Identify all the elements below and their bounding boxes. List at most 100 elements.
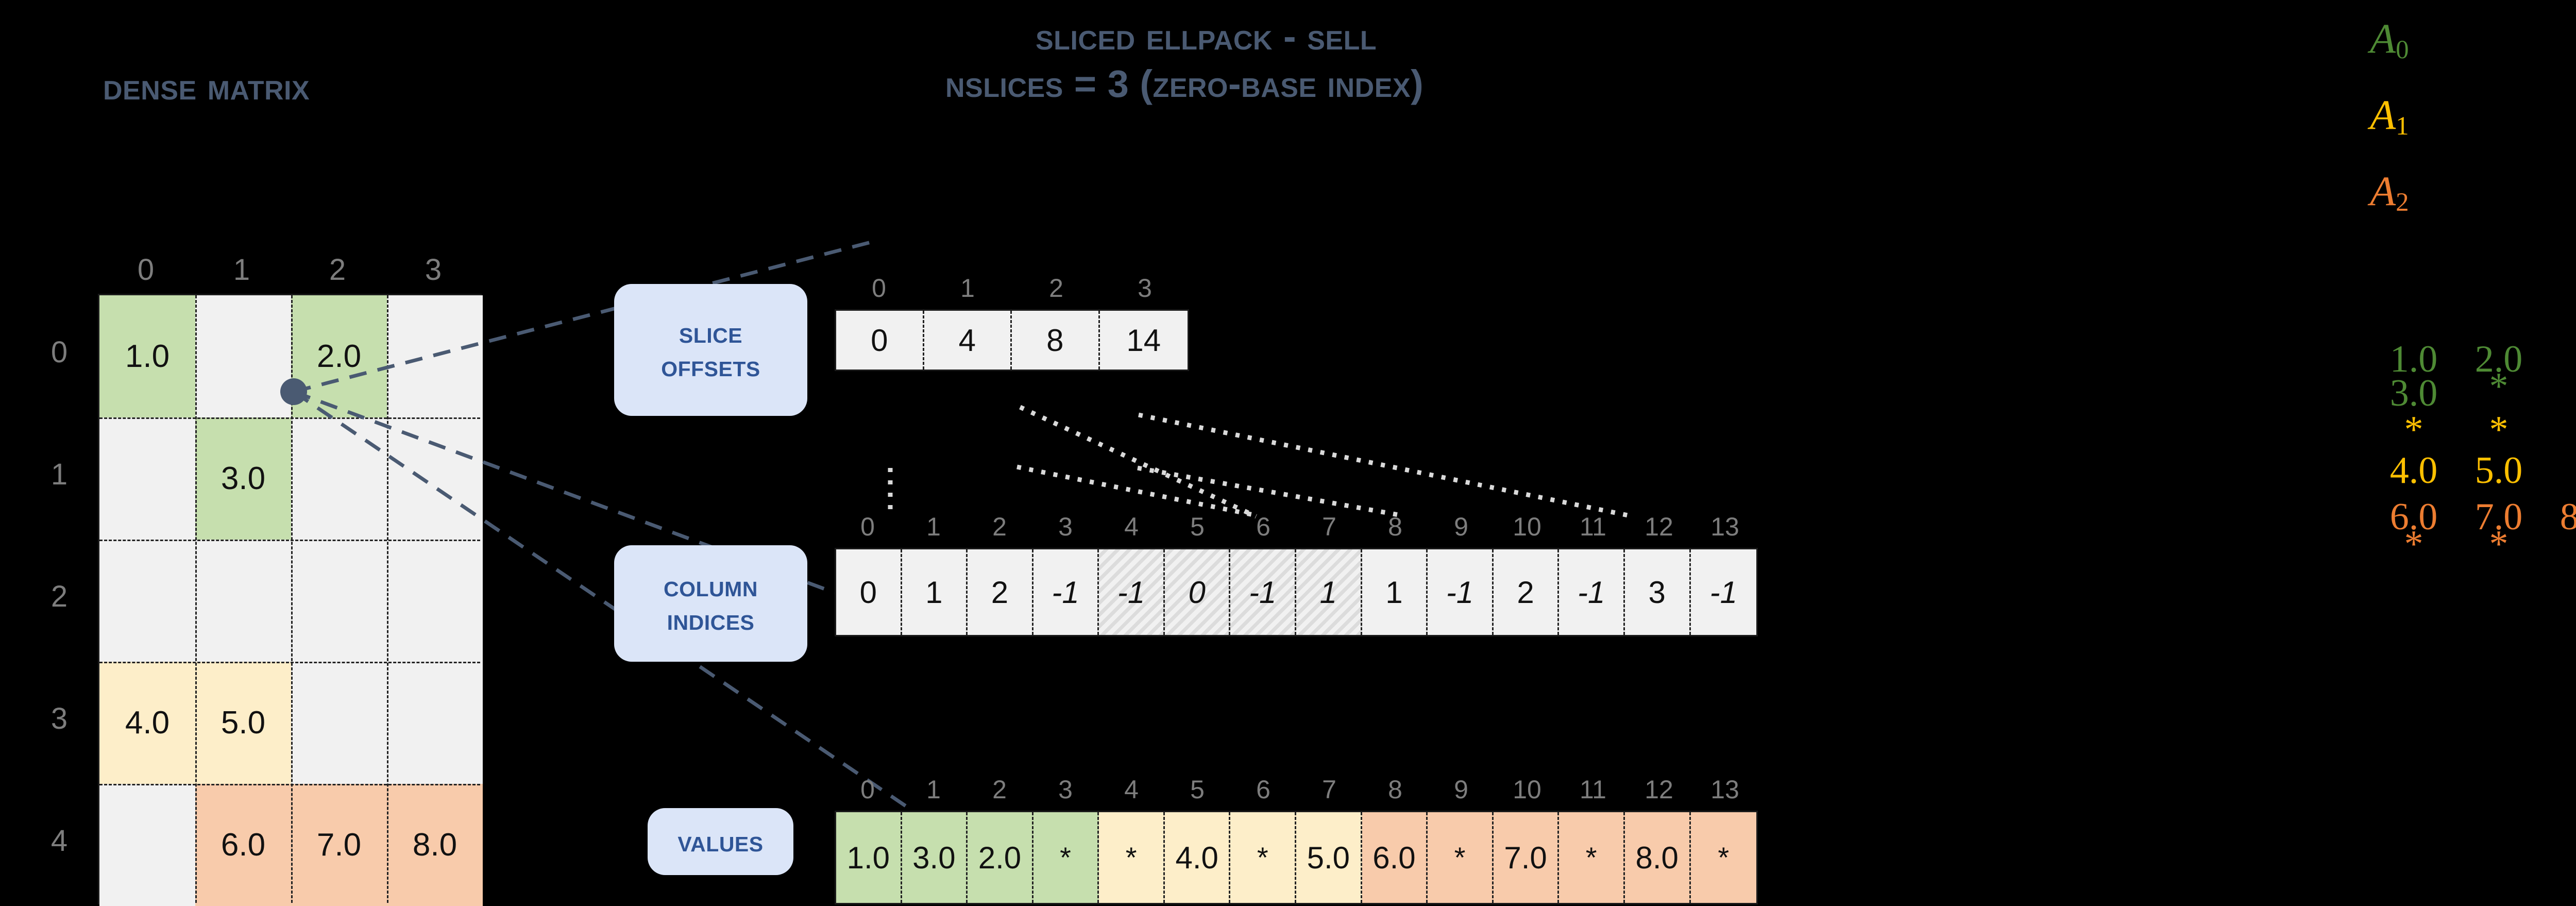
column-index-cell[interactable]: 3: [1625, 549, 1691, 635]
array-index-label: 0: [872, 274, 886, 303]
column-index-cell[interactable]: 0: [836, 549, 902, 635]
matrix-cell[interactable]: 8.0: [387, 784, 483, 906]
matrix-gridline-horizontal: [99, 417, 480, 419]
matrix-col-header: 0: [137, 253, 155, 287]
slice-label-subscript: 2: [2396, 188, 2409, 217]
matrix-cell[interactable]: [387, 540, 483, 662]
matrix-cell[interactable]: 3.0: [195, 417, 291, 540]
matrix-gridline-vertical: [387, 295, 388, 903]
slice-offsets-label[interactable]: Slice Offsets: [614, 284, 807, 416]
array-index-label: 13: [1710, 775, 1739, 804]
array-index-label: 13: [1710, 512, 1739, 541]
array-index-label: 9: [1454, 512, 1468, 541]
column-index-cell[interactable]: -1: [1428, 549, 1494, 635]
array-index-label: 7: [1322, 512, 1336, 541]
column-index-cell[interactable]: -1: [1230, 549, 1297, 635]
column-indices-label-line2: Indices: [667, 603, 755, 636]
slice-offset-cell[interactable]: 0: [836, 311, 924, 370]
matrix-cell[interactable]: 2.0: [291, 295, 387, 417]
value-cell[interactable]: 5.0: [1296, 812, 1362, 903]
column-index-cell[interactable]: 1: [902, 549, 968, 635]
slice-offset-cell[interactable]: 8: [1012, 311, 1100, 370]
slice-panel-value: *: [2489, 523, 2509, 565]
array-index-label: 3: [1138, 274, 1152, 303]
value-cell[interactable]: 1.0: [836, 812, 902, 903]
value-cell[interactable]: 8.0: [1624, 812, 1691, 903]
array-index-label: 5: [1190, 775, 1205, 804]
value-cell[interactable]: 2.0: [968, 812, 1033, 903]
array-index-label: 10: [1513, 775, 1541, 804]
array-index-label: 6: [1256, 512, 1270, 541]
value-cell[interactable]: *: [1230, 812, 1297, 903]
matrix-cell[interactable]: [99, 784, 195, 906]
values-label[interactable]: Values: [648, 808, 793, 875]
column-index-cell[interactable]: -1: [1099, 549, 1165, 635]
matrix-cell[interactable]: [387, 295, 483, 417]
slice-panel-value: 5.0: [2475, 449, 2523, 492]
value-cell[interactable]: 7.0: [1493, 812, 1560, 903]
column-index-cell[interactable]: 0: [1164, 549, 1231, 635]
value-cell[interactable]: *: [1099, 812, 1165, 903]
value-cell[interactable]: *: [1428, 812, 1494, 903]
column-index-cell[interactable]: 2: [968, 549, 1033, 635]
matrix-cell[interactable]: 7.0: [291, 784, 387, 906]
matrix-cell[interactable]: [291, 662, 387, 784]
array-index-label: 2: [1049, 274, 1063, 303]
column-index-cell[interactable]: -1: [1559, 549, 1625, 635]
slice-panel-value: 8.0: [2560, 496, 2576, 538]
array-index-label: 3: [1058, 512, 1073, 541]
column-index-cell[interactable]: -1: [1033, 549, 1099, 635]
slice-offsets-label-line1: Slice: [679, 316, 743, 350]
matrix-cell[interactable]: 1.0: [99, 295, 195, 417]
array-index-label: 2: [992, 775, 1007, 804]
matrix-col-header: 3: [425, 253, 442, 287]
matrix-cell[interactable]: 5.0: [195, 662, 291, 784]
array-index-label: 11: [1580, 512, 1606, 541]
slice-panel-value: *: [2404, 409, 2424, 451]
value-cell[interactable]: 3.0: [902, 812, 968, 903]
matrix-gridline-horizontal: [99, 662, 480, 663]
array-index-label: 11: [1580, 775, 1606, 804]
array-index-label: 12: [1645, 775, 1673, 804]
slice-offset-cell[interactable]: 14: [1126, 323, 1161, 358]
value-cell[interactable]: 4.0: [1164, 812, 1231, 903]
column-index-cell[interactable]: 1: [1362, 549, 1428, 635]
array-index-label: 2: [992, 512, 1007, 541]
column-index-cell[interactable]: 2: [1494, 549, 1560, 635]
slice-panel-value: 1.0: [2389, 338, 2438, 380]
value-cell[interactable]: *: [1033, 812, 1099, 903]
matrix-cell[interactable]: [99, 417, 195, 540]
column-index-cell[interactable]: -1: [1709, 575, 1737, 610]
matrix-cell[interactable]: [195, 295, 291, 417]
slice-panel-value: *: [2404, 523, 2424, 565]
slice-label-a0: A0: [2370, 15, 2409, 64]
slice-panel-value: *: [2489, 365, 2509, 408]
matrix-cell[interactable]: [291, 540, 387, 662]
slice-offset-cell[interactable]: 4: [924, 311, 1012, 370]
slice-panel-value: 7.0: [2475, 496, 2523, 538]
matrix-gridline-horizontal: [99, 540, 480, 541]
matrix-cell[interactable]: 4.0: [99, 662, 195, 784]
array-index-label: 0: [860, 512, 875, 541]
matrix-cell[interactable]: [387, 417, 483, 540]
matrix-cell[interactable]: [291, 417, 387, 540]
value-cell[interactable]: *: [1559, 812, 1625, 903]
slice-offsets-label-line2: Offsets: [661, 349, 760, 383]
array-index-label: 12: [1645, 512, 1673, 541]
matrix-cell[interactable]: 6.0: [195, 784, 291, 906]
matrix-cell[interactable]: [387, 662, 483, 784]
value-cell[interactable]: *: [1690, 812, 1757, 903]
values-label-text: Values: [677, 824, 764, 858]
matrix-cell[interactable]: [99, 540, 195, 662]
matrix-cell[interactable]: [195, 540, 291, 662]
column-indices-label[interactable]: Column Indices: [614, 545, 807, 662]
value-cell[interactable]: 6.0: [1362, 812, 1428, 903]
matrix-col-header: 2: [329, 253, 346, 287]
column-index-cell[interactable]: 1: [1296, 549, 1362, 635]
